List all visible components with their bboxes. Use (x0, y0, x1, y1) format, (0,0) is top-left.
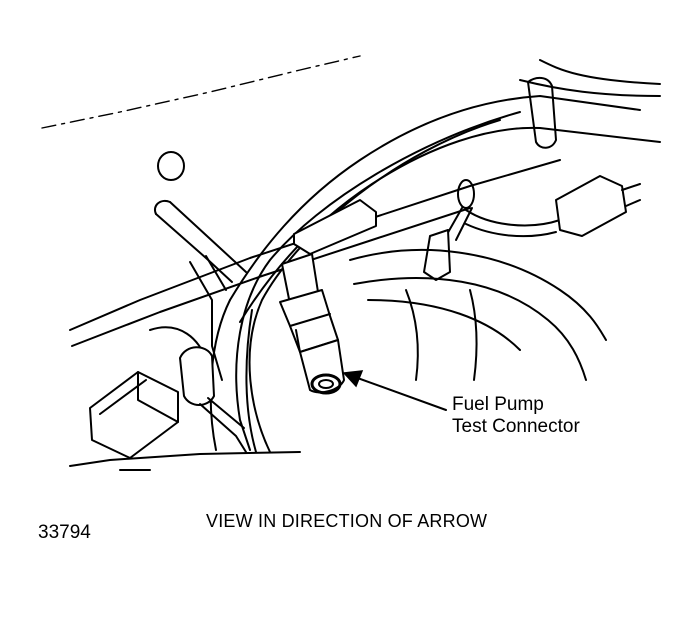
intake-curve-5 (469, 289, 478, 381)
callout-leader-line (351, 375, 447, 411)
connector-opening (310, 373, 342, 395)
fuel-pump-test-connector (279, 253, 345, 395)
lower-sensor-wire (199, 397, 247, 453)
right-wire (465, 209, 561, 227)
harness-clip (527, 76, 557, 149)
mid-connector (423, 229, 451, 281)
bracket-left (189, 255, 227, 381)
wire-eyelet (457, 179, 475, 209)
right-wire-2 (465, 223, 557, 238)
intake-curve-4 (405, 289, 419, 381)
connector-lower-body (299, 339, 345, 394)
wire-harness-main-3 (539, 59, 661, 85)
right-connector (555, 175, 627, 237)
harness-connector (293, 199, 377, 255)
hood-edge-line (41, 55, 361, 129)
callout-label-line1: Fuel Pump (452, 394, 544, 415)
vacuum-pipe-2 (169, 201, 247, 273)
lower-sensor (179, 346, 215, 406)
upper-panel-edge-2 (71, 207, 471, 347)
panel-lower-edge (69, 451, 301, 471)
mounting-hole (157, 151, 185, 181)
intake-curve-2 (353, 277, 587, 381)
connector-collar-ridge (289, 313, 331, 353)
wire-left-2 (248, 119, 501, 453)
wire-harness-main-4 (519, 79, 661, 97)
vacuum-pipe (155, 213, 233, 283)
intake-curve-3 (367, 299, 521, 351)
wire-left-4 (245, 309, 257, 453)
figure-number: 33794 (38, 522, 91, 543)
wire-harness-main (229, 95, 641, 301)
vacuum-pipe-end (154, 200, 171, 215)
connector-opening-inner (318, 379, 334, 389)
callout-label-line2: Test Connector (452, 416, 580, 437)
view-caption: VIEW IN DIRECTION OF ARROW (206, 511, 488, 531)
lower-left-component-detail (99, 371, 179, 423)
callout-arrowhead (342, 370, 364, 388)
right-connector-tail (621, 183, 641, 207)
callout-label: Fuel Pump Test Connector (452, 394, 580, 438)
wire-left-1 (235, 111, 521, 451)
intake-curve-1 (349, 249, 607, 341)
